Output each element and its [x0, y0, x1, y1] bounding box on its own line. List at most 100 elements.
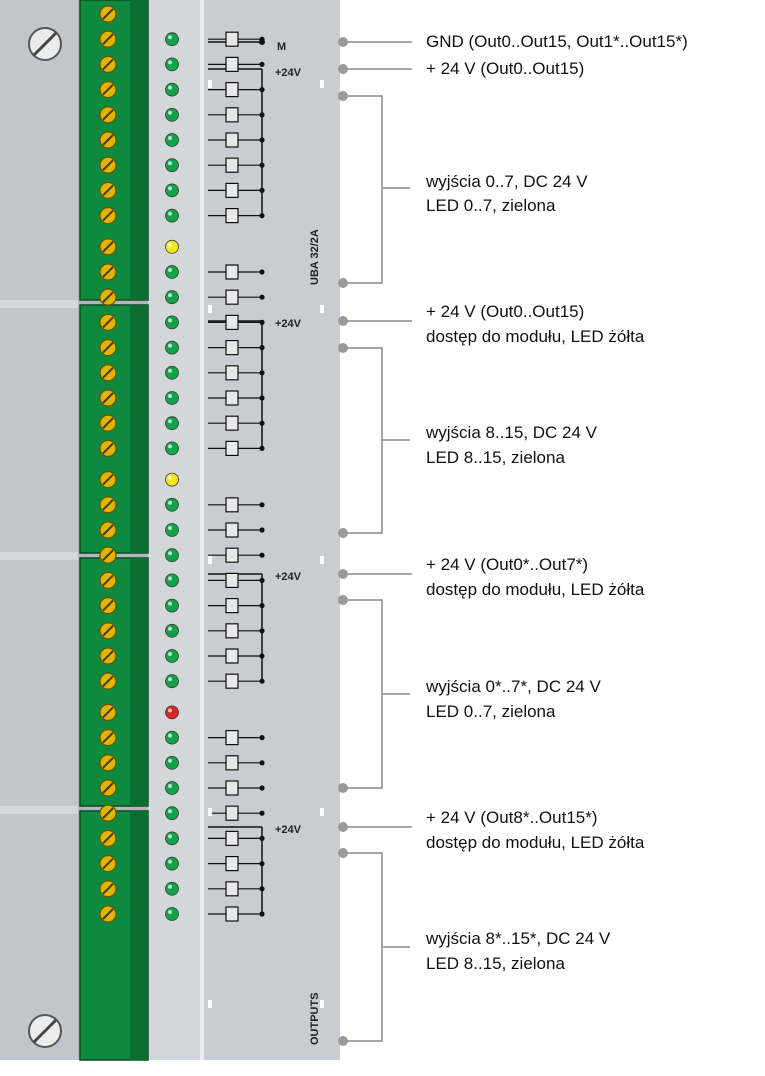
led-green-icon [165, 82, 179, 97]
resistor-icon [208, 264, 265, 280]
terminal-screw-icon [99, 288, 117, 306]
terminal-block-edge [130, 305, 148, 553]
led-green-icon [165, 416, 179, 431]
module-type-label: UBA 32/2A [309, 229, 321, 285]
led-green-icon [165, 391, 179, 405]
terminal-screw-icon [99, 389, 117, 407]
panel-notch [208, 305, 212, 313]
led-green-icon [165, 265, 179, 279]
terminal-block-edge [130, 558, 148, 806]
led-green-icon [165, 57, 179, 72]
terminal-screw-icon [99, 596, 117, 615]
resistor-icon [208, 182, 265, 198]
gnd-marking: M [277, 41, 286, 53]
led-green-icon [165, 573, 179, 588]
resistor-icon [208, 648, 265, 664]
supply-annotation: + 24 V (Out0..Out15) [426, 59, 585, 78]
led-green-icon [165, 158, 179, 173]
left-rail [0, 0, 78, 1068]
resistor-icon [208, 365, 265, 381]
terminal-screw-icon [99, 754, 117, 772]
supply-marking: +24V [275, 67, 302, 79]
led-green-icon [165, 907, 179, 921]
resistor-icon [208, 157, 265, 173]
led-yellow-icon [165, 239, 179, 254]
led-green-icon [165, 781, 179, 795]
resistor-icon [208, 31, 265, 47]
panel-edge [200, 0, 204, 1068]
panel-notch [320, 808, 324, 816]
panel-notch [320, 556, 324, 564]
terminal-screw-icon [99, 546, 117, 564]
connection-dots [338, 37, 348, 1046]
terminal-screw-icon [99, 804, 117, 822]
led-green-icon [165, 290, 179, 305]
terminal-screw-icon [99, 672, 117, 690]
output-block-annotation: wyjścia 8..15, DC 24 V [426, 423, 598, 442]
panel-notch [208, 556, 212, 564]
resistor-icon [208, 340, 265, 356]
led-green-icon [165, 441, 179, 456]
resistor-icon [208, 497, 265, 513]
terminal-blocks [79, 0, 149, 1061]
led-green-icon [165, 32, 179, 47]
led-annotation: LED 8..15, zielona [426, 954, 565, 973]
led-annotation: LED 8..15, zielona [426, 448, 565, 467]
resistor-icon [208, 673, 265, 689]
terminal-screw-icon [99, 496, 117, 514]
led-green-icon [165, 183, 179, 198]
led-column [165, 32, 179, 921]
led-green-icon [165, 340, 179, 355]
panel-notch [208, 1000, 212, 1008]
terminal-screw-icon [99, 207, 117, 225]
resistor-icon [208, 56, 265, 73]
resistor-icon [208, 572, 265, 589]
resistor-icon [208, 805, 265, 821]
access-led-annotation: dostęp do modułu, LED żółta [426, 580, 645, 599]
terminal-screw-icon [99, 131, 117, 149]
resistor-icon [208, 289, 265, 305]
terminal-screw-icon [99, 905, 117, 923]
led-green-icon [165, 133, 179, 147]
terminal-block-edge [130, 811, 148, 1060]
output-block-annotation: wyjścia 0*..7*, DC 24 V [426, 677, 601, 696]
access-led-annotation: dostęp do modułu, LED żółta [426, 833, 645, 852]
resistor-icon [208, 208, 265, 224]
terminal-screw-icon [99, 30, 117, 48]
mounting-screw-icon [28, 27, 62, 61]
led-yellow-icon [165, 472, 179, 487]
resistor-icon [208, 314, 265, 330]
supply-marking: +24V [275, 318, 302, 330]
resistor-icon [208, 81, 265, 98]
terminal-screw-icon [99, 5, 117, 23]
resistor-icon [208, 522, 265, 538]
led-annotation: LED 0..7, zielona [426, 702, 556, 721]
resistor-icon [208, 780, 265, 796]
terminal-screw-icon [99, 703, 117, 722]
terminal-screw-icon [99, 313, 117, 331]
terminal-screw-icon [99, 521, 117, 539]
rail-divider [0, 300, 78, 308]
terminal-screw-icon [99, 156, 117, 174]
terminal-screw-icon [99, 728, 117, 747]
resistor-icon [208, 729, 265, 746]
leader-lines [343, 41, 412, 1042]
panel-notch [320, 1000, 324, 1008]
terminal-screw-icon [99, 779, 117, 797]
panel-notch [320, 80, 324, 88]
led-green-icon [165, 548, 179, 563]
resistor-icon [208, 597, 265, 614]
resistor-icon [208, 855, 265, 872]
panel-notch [320, 305, 324, 313]
terminal-screw-icon [99, 339, 117, 357]
resistor-icon [208, 623, 265, 639]
terminal-screw-icon [99, 238, 117, 256]
led-annotation: LED 0..7, zielona [426, 196, 556, 215]
led-green-icon [165, 365, 179, 380]
rail-divider [0, 552, 78, 560]
led-green-icon [165, 856, 179, 871]
led-red-icon [165, 705, 179, 720]
supply-annotation: + 24 V (Out8*..Out15*) [426, 808, 598, 827]
resistor-icon [208, 132, 265, 148]
